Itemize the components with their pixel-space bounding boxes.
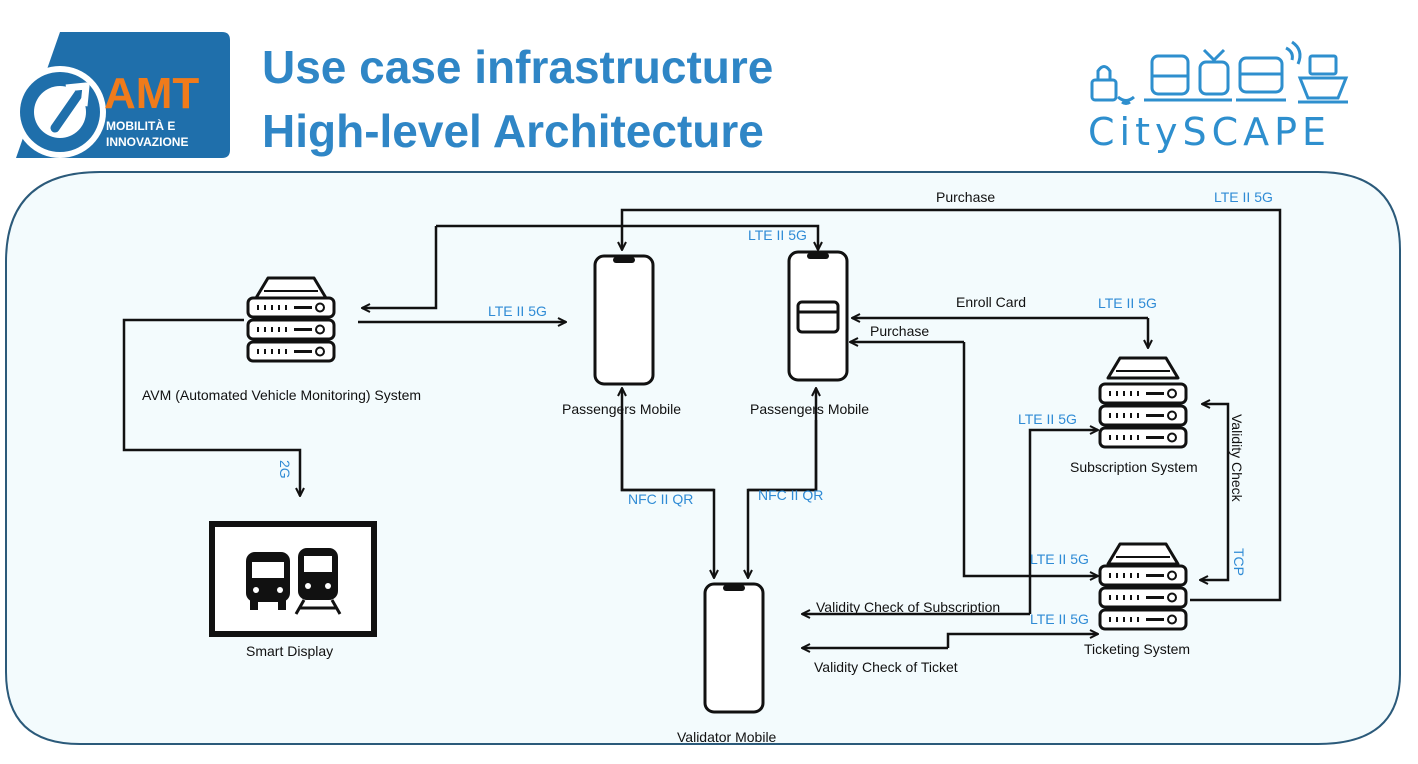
nfc-qr-label-1: NFC II QR bbox=[628, 491, 693, 507]
validity-check-subscription-label: Validity Check of Subscription bbox=[816, 599, 1000, 615]
lte-avm-passengers-label: LTE II 5G bbox=[488, 303, 547, 319]
ticketing-server-icon bbox=[1098, 542, 1188, 631]
validator-mobile-label: Validator Mobile bbox=[677, 729, 777, 745]
passengers-mobile-2-label: Passengers Mobile bbox=[750, 401, 869, 417]
diagram-panel bbox=[5, 171, 1401, 745]
lte-ticketing-lower-label: LTE II 5G bbox=[1030, 611, 1089, 627]
ship-icon bbox=[1297, 54, 1349, 104]
validity-check-label: Validity Check bbox=[1229, 414, 1245, 503]
page-title-line-1: Use case infrastructure bbox=[262, 41, 774, 93]
amt-logo-tagline-2: INNOVAZIONE bbox=[106, 135, 188, 149]
avm-server-icon bbox=[246, 276, 336, 363]
lte-enroll-label: LTE II 5G bbox=[1098, 295, 1157, 311]
cityscape-logo-text: CitySCAPE bbox=[1088, 110, 1332, 154]
lte-top-right-label: LTE II 5G bbox=[1214, 189, 1273, 205]
train-icon bbox=[1196, 48, 1232, 102]
subscription-server-icon bbox=[1098, 356, 1188, 449]
amt-logo-word: AMT bbox=[104, 69, 199, 118]
lte-subscription-label: LTE II 5G bbox=[1018, 411, 1077, 427]
bus-icon bbox=[246, 552, 290, 610]
purchase-mid-label: Purchase bbox=[870, 323, 929, 339]
avm-system-label: AVM (Automated Vehicle Monitoring) Syste… bbox=[142, 387, 421, 403]
purchase-top-label: Purchase bbox=[936, 189, 995, 205]
subscription-system-label: Subscription System bbox=[1070, 459, 1198, 475]
smart-display-icon bbox=[209, 521, 377, 637]
passengers-mobile-1-label: Passengers Mobile bbox=[562, 401, 681, 417]
ticketing-system-label: Ticketing System bbox=[1084, 641, 1190, 657]
passengers-mobile-1-phone-icon bbox=[593, 254, 655, 386]
validity-check-ticket-label: Validity Check of Ticket bbox=[814, 659, 958, 675]
padlock-icon bbox=[1090, 78, 1118, 102]
smart-display-label: Smart Display bbox=[246, 643, 333, 659]
cityscape-logo-icons bbox=[1090, 40, 1349, 105]
lte-top-mid-label: LTE II 5G bbox=[748, 227, 807, 243]
enroll-card-label: Enroll Card bbox=[956, 294, 1026, 310]
lte-ticketing-upper-label: LTE II 5G bbox=[1030, 551, 1089, 567]
train-icon bbox=[294, 548, 342, 615]
validator-mobile-phone-icon bbox=[703, 582, 765, 714]
bus-icon bbox=[1236, 40, 1302, 102]
tram-icon bbox=[1144, 54, 1196, 102]
two-g-label: 2G bbox=[277, 460, 293, 479]
passengers-mobile-2-phone-icon bbox=[787, 250, 849, 382]
page-title-line-2: High-level Architecture bbox=[262, 105, 764, 157]
amt-logo-tagline-1: MOBILITÀ E bbox=[106, 118, 175, 133]
nfc-qr-label-2: NFC II QR bbox=[758, 487, 823, 503]
credit-card-icon bbox=[796, 300, 840, 334]
tcp-label: TCP bbox=[1231, 548, 1247, 576]
amt-logo: AMT MOBILITÀ E INNOVAZIONE bbox=[14, 32, 230, 158]
